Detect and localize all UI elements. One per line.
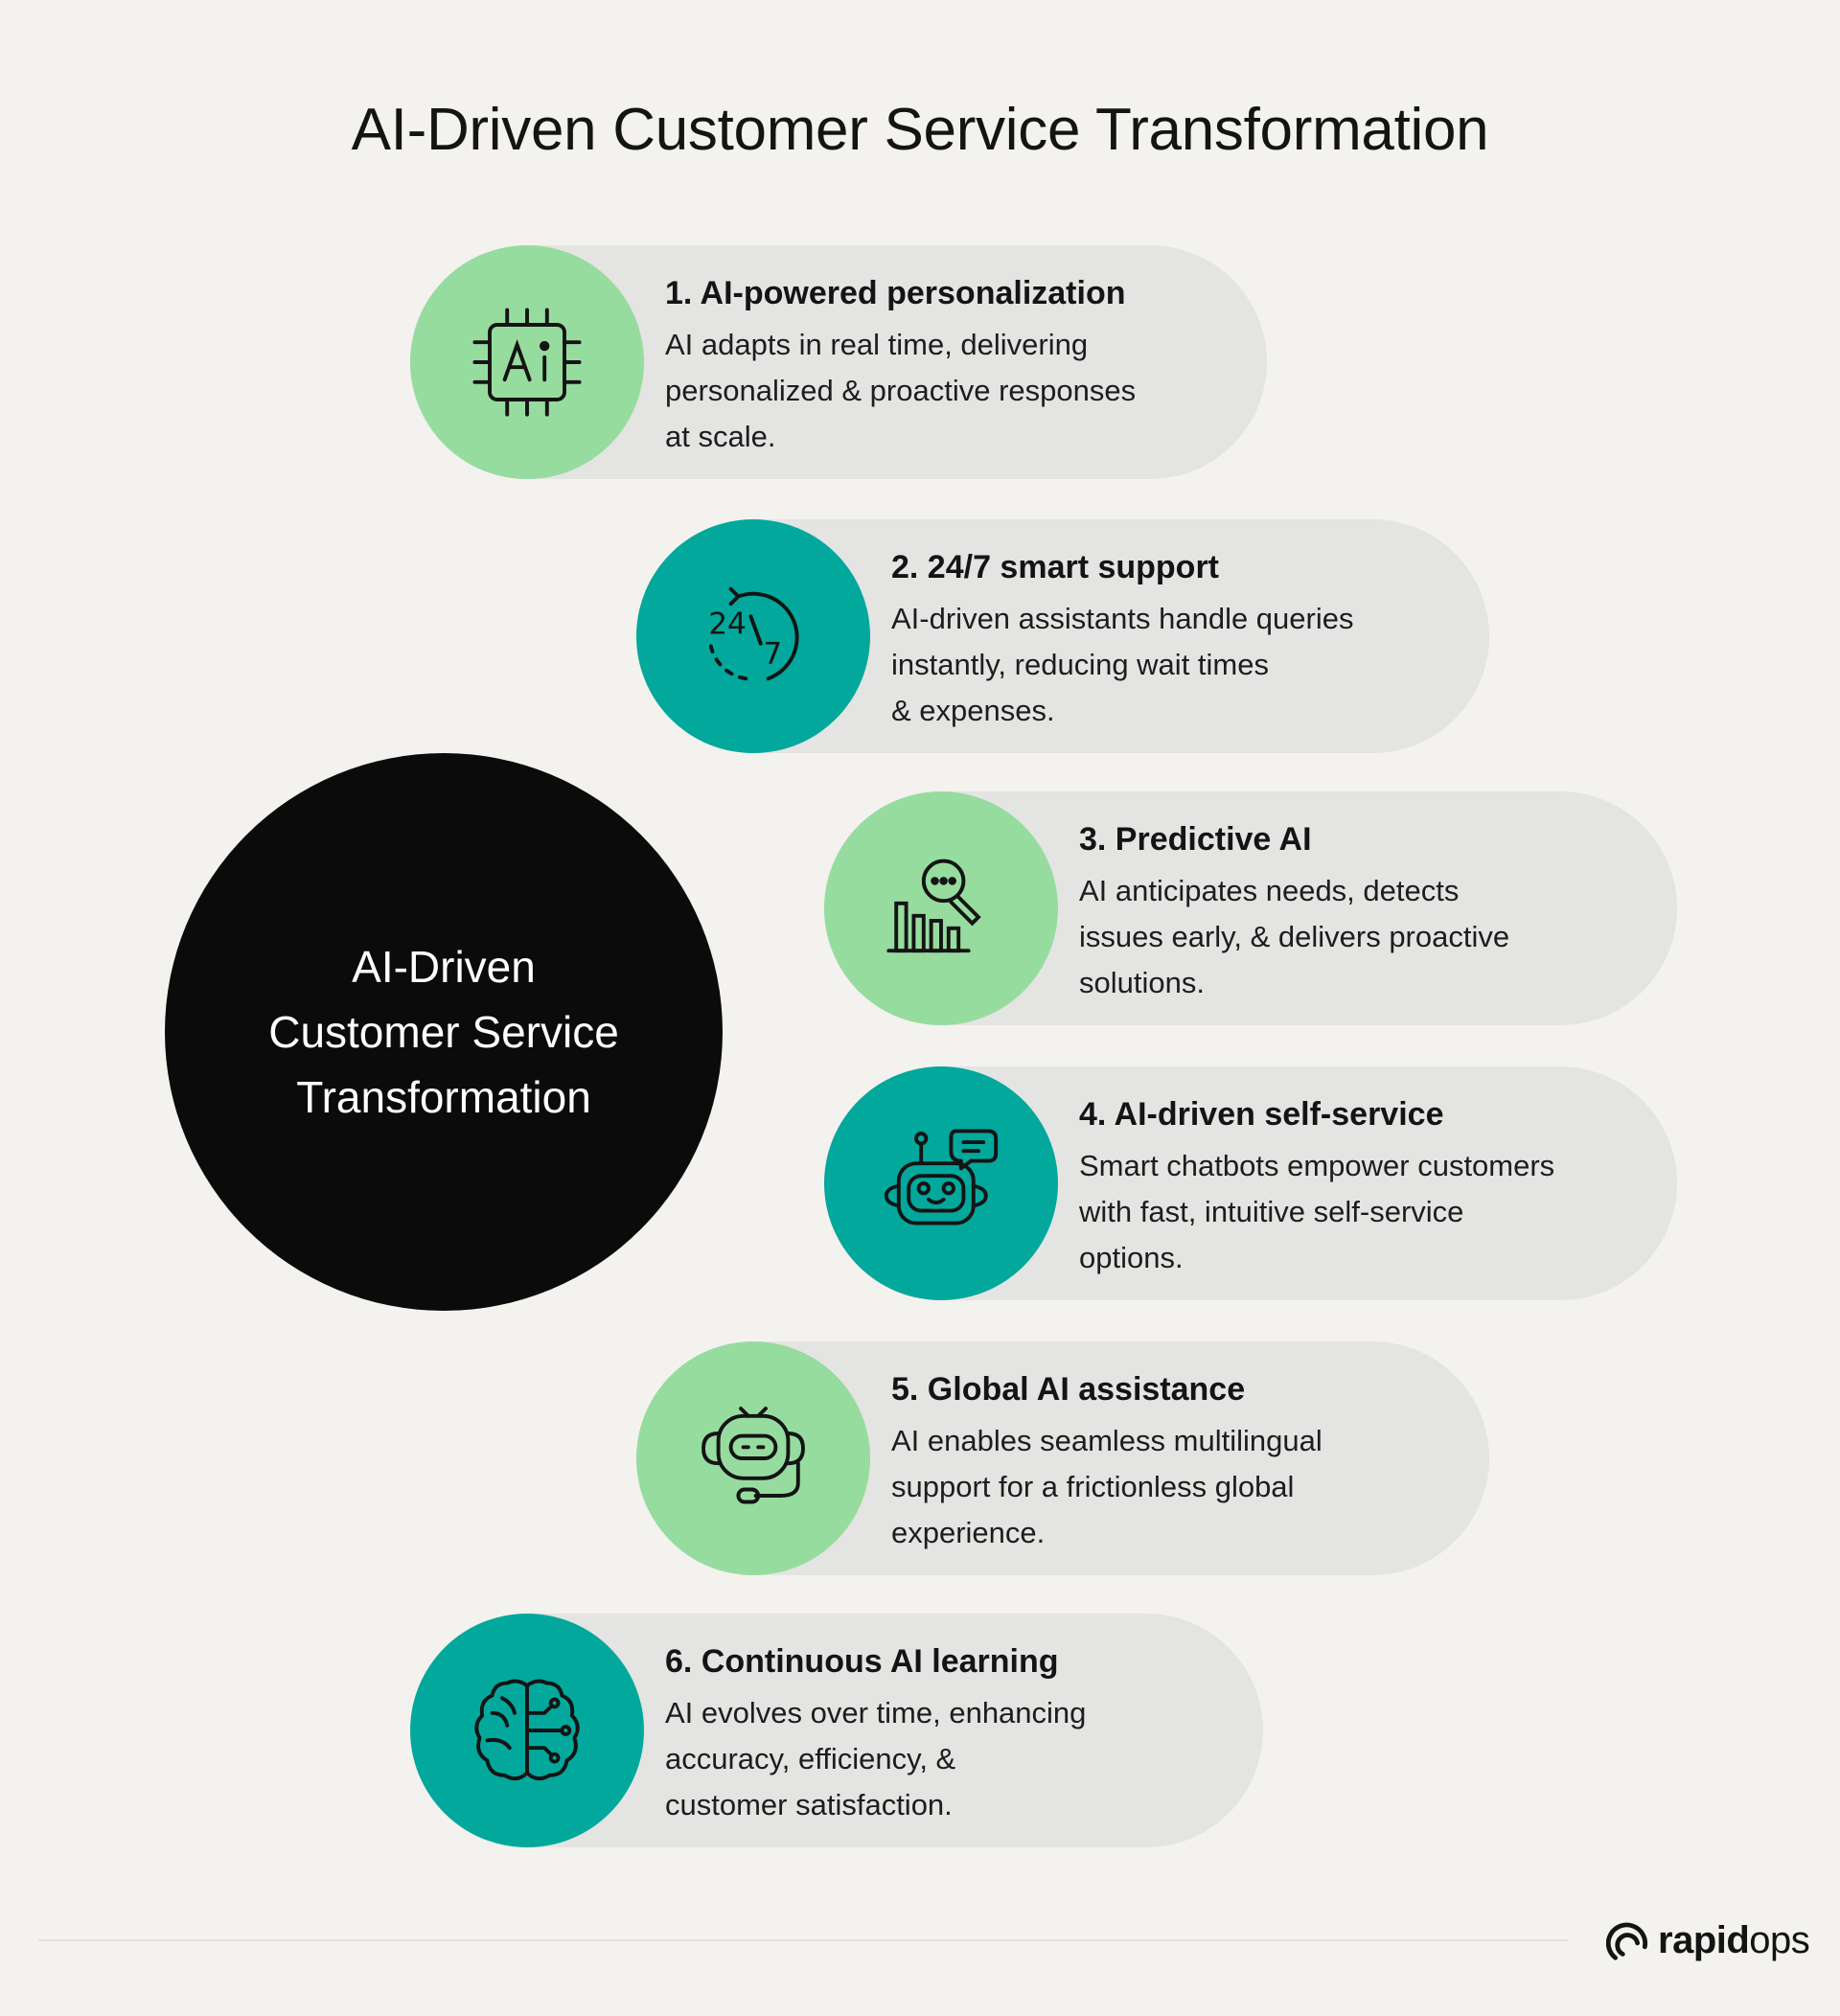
item-1-body: AI adapts in real time, delivering perso…	[665, 328, 1137, 453]
item-6-body: AI evolves over time, enhancing accuracy…	[665, 1696, 1087, 1821]
item-5-heading: 5. Global AI assistance	[891, 1371, 1246, 1408]
clock-24-7-icon: 24 7	[708, 586, 799, 681]
ai-chip-icon	[472, 308, 582, 417]
item-4-body: Smart chatbots empower customers with fa…	[1079, 1149, 1555, 1274]
item-card-5: 5. Global AI assistance AI enables seaml…	[636, 1341, 1489, 1575]
item-2-icon-circle: 24 7	[636, 519, 870, 753]
robot-headset-icon	[702, 1407, 805, 1504]
item-3-body: AI anticipates needs, detects issues ear…	[1079, 874, 1510, 999]
rapidops-logo-icon	[1606, 1922, 1648, 1960]
item-3-icon-circle	[824, 791, 1058, 1025]
item-4-heading: 4. AI-driven self-service	[1079, 1096, 1444, 1133]
item-6-heading: 6. Continuous AI learning	[665, 1643, 1059, 1680]
predictive-chart-search-icon	[886, 859, 981, 953]
central-hub-circle: AI-Driven Customer Service Transformatio…	[165, 753, 723, 1311]
item-6-icon-circle	[410, 1614, 644, 1847]
rapidops-logo: rapidops	[1606, 1914, 1810, 1966]
item-card-2: 24 7 2. 24/7 smart support AI-driven ass…	[636, 519, 1489, 753]
logo-word-light: ops	[1749, 1918, 1810, 1961]
item-3-heading: 3. Predictive AI	[1079, 821, 1312, 858]
svg-text:7: 7	[763, 637, 782, 672]
item-card-1: 1. AI-powered personalization AI adapts …	[410, 245, 1267, 479]
item-2-body: AI-driven assistants handle queries inst…	[891, 602, 1354, 727]
item-1-heading: 1. AI-powered personalization	[665, 275, 1126, 311]
item-card-3: 3. Predictive AI AI anticipates needs, d…	[824, 791, 1677, 1025]
page-title: AI-Driven Customer Service Transformatio…	[351, 97, 1489, 163]
logo-word-bold: rapid	[1658, 1918, 1750, 1961]
item-5-icon-circle	[636, 1341, 870, 1575]
item-1-icon-circle	[410, 245, 644, 479]
svg-text:24: 24	[708, 607, 747, 641]
brain-circuit-icon	[474, 1679, 580, 1781]
hub-label: AI-Driven Customer Service Transformatio…	[268, 942, 619, 1122]
footer-divider	[38, 1939, 1568, 1941]
item-2-heading: 2. 24/7 smart support	[891, 549, 1220, 585]
item-card-6: 6. Continuous AI learning AI evolves ove…	[410, 1614, 1263, 1847]
item-4-icon-circle	[824, 1066, 1058, 1300]
item-card-4: 4. AI-driven self-service Smart chatbots…	[824, 1066, 1677, 1300]
chatbot-robot-icon	[884, 1129, 999, 1226]
item-5-body: AI enables seamless multilingual support…	[891, 1424, 1322, 1549]
